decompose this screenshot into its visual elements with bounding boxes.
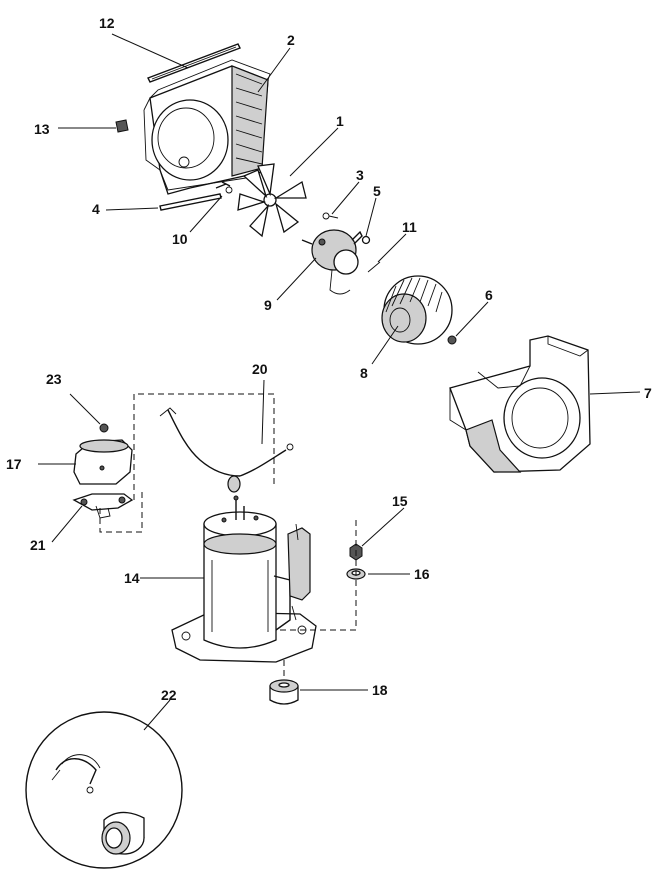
part-6-nut — [447, 335, 457, 345]
part-17-terminal-cover — [73, 439, 133, 485]
callout-15: 15 — [392, 493, 408, 509]
callout-8: 8 — [360, 365, 368, 381]
callout-10: 10 — [172, 231, 188, 247]
callout-6: 6 — [485, 287, 493, 303]
callout-9: 9 — [264, 297, 272, 313]
part-13-clip — [115, 119, 129, 133]
part-18-mounting-grommet — [269, 679, 299, 705]
part-3-screw — [322, 212, 339, 220]
part-20-wiring-harness — [159, 407, 294, 493]
part-4-brace-strip — [159, 193, 222, 211]
callout-11: 11 — [402, 219, 417, 235]
callout-5: 5 — [373, 183, 381, 199]
callout-13: 13 — [34, 121, 50, 137]
part-11-wire — [367, 261, 381, 273]
part-9-fan-motor — [301, 229, 363, 295]
callout-1: 1 — [336, 113, 344, 129]
callout-7: 7 — [644, 385, 652, 401]
callout-20: 20 — [252, 361, 268, 377]
part-7-blower-housing — [449, 335, 591, 473]
callout-22: 22 — [161, 687, 177, 703]
part-5-nut — [361, 235, 371, 245]
callout-12: 12 — [99, 15, 115, 31]
part-1-fan-blade — [237, 163, 307, 238]
part-14-compressor — [171, 495, 317, 663]
part-23-nut — [99, 423, 109, 433]
callout-21: 21 — [30, 537, 46, 553]
leader-lines — [38, 33, 641, 731]
callout-4: 4 — [92, 201, 100, 217]
part-21-bracket — [72, 493, 134, 519]
part-10-screw — [215, 181, 233, 194]
callout-23: 23 — [46, 371, 62, 387]
callout-3: 3 — [356, 167, 364, 183]
part-8-blower-wheel — [381, 275, 453, 345]
part-12-gasket-strip — [147, 43, 241, 83]
part-2-condenser-shroud — [143, 59, 271, 195]
assembly-dashed-lines — [99, 393, 357, 680]
callout-14: 14 — [124, 570, 140, 586]
callout-17: 17 — [6, 456, 22, 472]
callout-18: 18 — [372, 682, 388, 698]
part-22-detail-view — [25, 711, 183, 869]
callout-2: 2 — [287, 32, 295, 48]
callout-16: 16 — [414, 566, 430, 582]
callout-labels: 12 2 13 1 3 5 4 11 10 9 6 8 20 23 7 17 1… — [6, 15, 652, 703]
